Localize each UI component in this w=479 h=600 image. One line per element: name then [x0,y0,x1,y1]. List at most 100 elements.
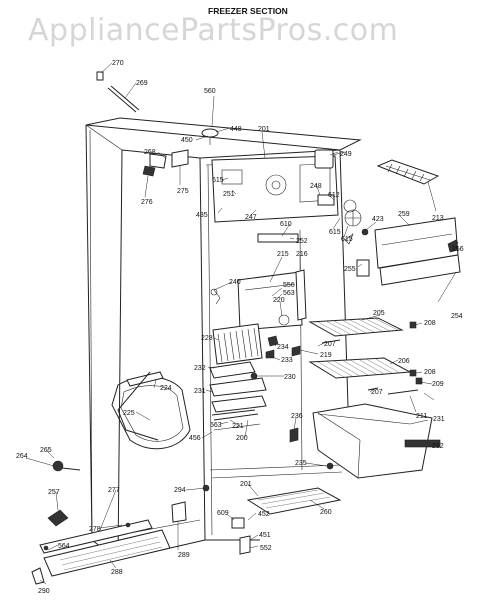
part-number-label: 256 [452,246,464,253]
defrost-timer-icon [314,149,346,169]
evaporator-coil-icon [212,323,263,365]
drain-pan-icon [246,487,342,515]
ice-bin-bracket-icon [356,228,459,277]
part-number-label: 276 [141,199,153,206]
toe-plate-icon [31,484,210,585]
bottom-hinge-icon [231,427,334,555]
part-number-label: 234 [277,344,289,351]
part-number-label: 255 [344,266,356,273]
part-number-label: 231 [194,388,206,395]
upper-shelf [308,317,404,337]
door-gasket-icon [111,371,191,450]
part-number-label: 257 [48,489,60,496]
part-number-label: 219 [320,352,332,359]
part-number-label: 247 [245,214,257,221]
part-number-label: 552 [260,545,272,552]
leveling-screw-icon [47,460,81,527]
part-number-label: 423 [372,216,384,223]
sensor-clip-icon [210,288,301,380]
part-number-label: 289 [178,552,190,559]
watermark-text: AppliancePartsPros.com [28,13,398,48]
part-number-label: 201 [240,481,252,488]
part-number-label: 200 [236,435,248,442]
part-number-label: 230 [284,374,296,381]
part-number-label: 208 [424,369,436,376]
middle-shelf [308,357,412,379]
part-number-label: 615 [212,177,224,184]
part-number-label: 278 [89,526,101,533]
part-number-label: 231 [433,416,445,423]
top-hinge-icon [142,149,189,177]
heater-icon [211,409,261,431]
part-number-label: 221 [232,423,244,430]
part-number-label: 277 [108,487,120,494]
part-number-label: 435 [196,212,208,219]
part-number-label: 609 [217,510,229,517]
part-number-label: 564 [58,543,70,550]
part-number-label: 260 [320,509,332,516]
part-number-label: 251 [223,191,235,198]
part-number-label: 232 [194,365,206,372]
part-number-label: 265 [40,447,52,454]
part-number-label: 233 [281,357,293,364]
part-number-label: 213 [432,215,444,222]
part-number-label: 448 [230,126,242,133]
part-number-label: 563 [283,290,295,297]
part-number-label: 269 [136,80,148,87]
part-number-label: 236 [291,413,303,420]
part-number-label: 216 [296,251,308,258]
fan-icon [344,209,362,245]
part-number-label: 224 [160,385,172,392]
part-number-label: 456 [189,435,201,442]
part-number-label: 220 [273,297,285,304]
part-number-label: 254 [451,313,463,320]
part-number-label: 207 [371,389,383,396]
part-number-label: 615 [341,236,353,243]
part-number-label: 615 [329,229,341,236]
part-number-label: 252 [296,238,308,245]
part-number-label: 451 [259,532,271,539]
section-title: FREEZER SECTION [208,6,288,16]
evaporator-cover [237,271,303,331]
drain-trough-icon [209,361,267,413]
part-number-label: 211 [416,413,427,420]
part-number-label: 270 [112,60,124,67]
part-number-label: 294 [174,487,186,494]
hinge-pin-icon [96,71,140,113]
control-knob-icon [201,128,219,145]
part-number-labels: 270 269 560 448 201 450 268 275 276 615 … [16,60,464,595]
part-number-label: 452 [258,511,270,518]
part-number-label: 235 [295,460,307,467]
part-number-label: 212 [432,443,444,450]
part-number-label: 259 [398,211,410,218]
part-number-label: 249 [340,151,352,158]
part-number-label: 450 [181,137,193,144]
part-number-label: 288 [111,569,123,576]
part-number-label: 240 [229,279,241,286]
part-number-label: 610 [280,221,292,228]
part-number-label: 215 [277,251,289,258]
part-number-label: 225 [123,410,135,417]
part-number-label: 228 [201,335,213,342]
part-number-label: 290 [38,588,50,595]
part-number-label: 205 [373,310,385,317]
duct-icon [257,233,307,321]
ice-tray-icon [376,159,440,185]
part-number-label: 612 [328,192,340,199]
part-number-label: 264 [16,453,28,460]
leader-lines [25,62,459,585]
part-number-label: 209 [432,381,444,388]
part-number-label: 248 [310,183,322,190]
ice-bin-door-icon [374,217,461,286]
part-number-label: 207 [324,341,336,348]
part-number-label: 208 [424,320,436,327]
part-number-label: 268 [144,149,156,156]
part-number-label: 560 [204,88,216,95]
part-number-label: 206 [398,358,410,365]
part-number-label: 556 [283,282,295,289]
part-number-label: 201 [258,126,270,133]
part-number-label: 563 [210,422,222,429]
part-number-label: 275 [177,188,189,195]
ice-bucket-icon [312,403,441,479]
